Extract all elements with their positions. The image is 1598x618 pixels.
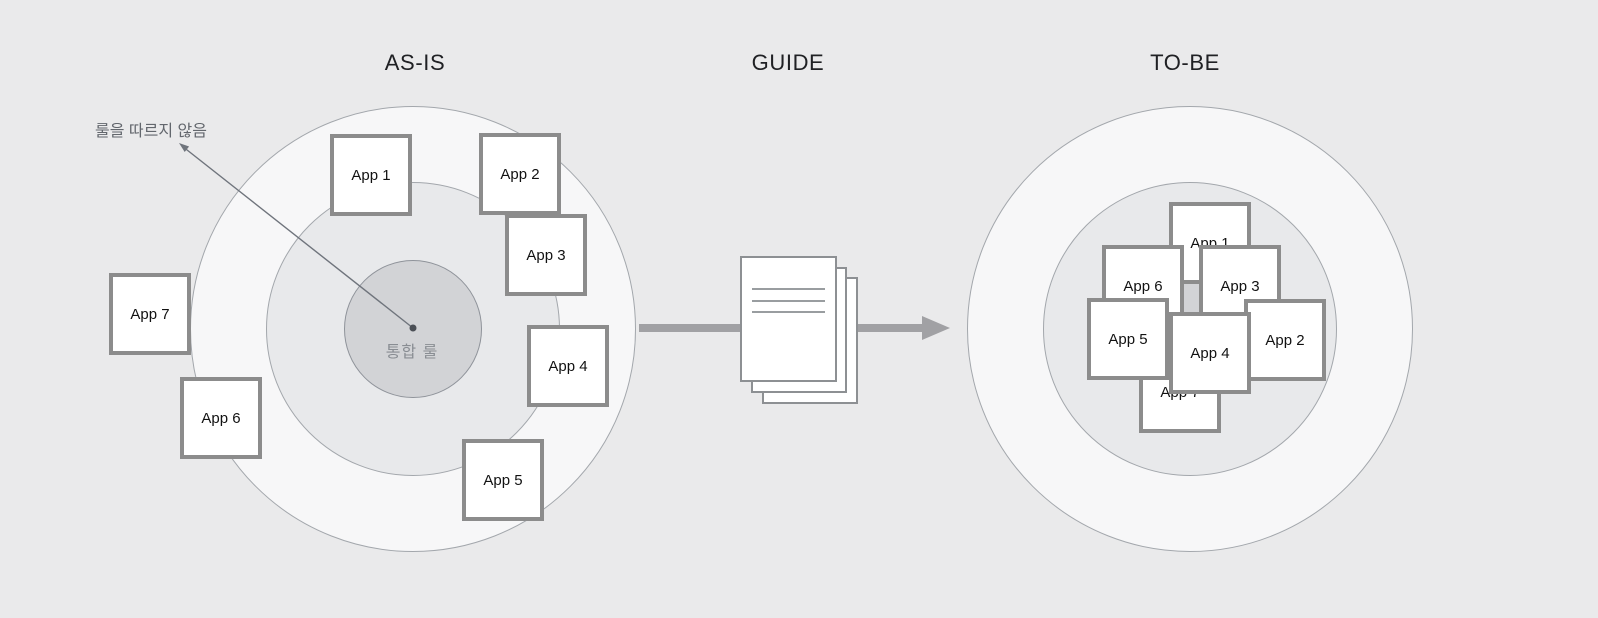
rule-violation-arrow-line — [181, 145, 414, 329]
app-box-app-6: App 6 — [180, 377, 262, 459]
document-text-line — [752, 311, 825, 313]
rule-violation-label: 룰을 따르지 않음 — [95, 123, 207, 140]
app-box-label: App 5 — [483, 471, 523, 489]
app-box-app-7: App 7 — [109, 273, 191, 355]
app-box-label: App 5 — [1108, 330, 1148, 348]
app-box-label: App 7 — [130, 305, 170, 323]
app-box-label: App 1 — [351, 166, 391, 184]
to-be-title: TO-BE — [1150, 50, 1220, 75]
document-text-line — [752, 288, 825, 290]
app-box-app-4: App 4 — [527, 325, 609, 407]
rule-violation-arrowhead-icon — [179, 143, 190, 152]
app-box-app-4: App 4 — [1169, 312, 1251, 394]
as-is-title: AS-IS — [384, 50, 446, 75]
app-box-app-5: App 5 — [462, 439, 544, 521]
app-box-label: App 6 — [1123, 277, 1163, 295]
app-box-label: App 4 — [548, 357, 588, 375]
app-box-app-2: App 2 — [479, 133, 561, 215]
app-box-app-3: App 3 — [505, 214, 587, 296]
app-box-label: App 4 — [1190, 344, 1230, 362]
document-text-line — [752, 300, 825, 302]
center-dot-icon — [409, 324, 417, 332]
document-page-front-icon — [740, 256, 837, 382]
as-is-center-label: 통합 룰 — [385, 344, 439, 361]
guide-arrowhead-icon — [922, 316, 950, 340]
app-box-app-1: App 1 — [330, 134, 412, 216]
app-box-app-2: App 2 — [1244, 299, 1326, 381]
app-box-label: App 3 — [1220, 277, 1260, 295]
app-box-label: App 2 — [500, 165, 540, 183]
app-box-label: App 2 — [1265, 331, 1305, 349]
app-box-label: App 6 — [201, 409, 241, 427]
guide-title: GUIDE — [751, 50, 825, 75]
app-box-app-5: App 5 — [1087, 298, 1169, 380]
app-box-label: App 3 — [526, 246, 566, 264]
